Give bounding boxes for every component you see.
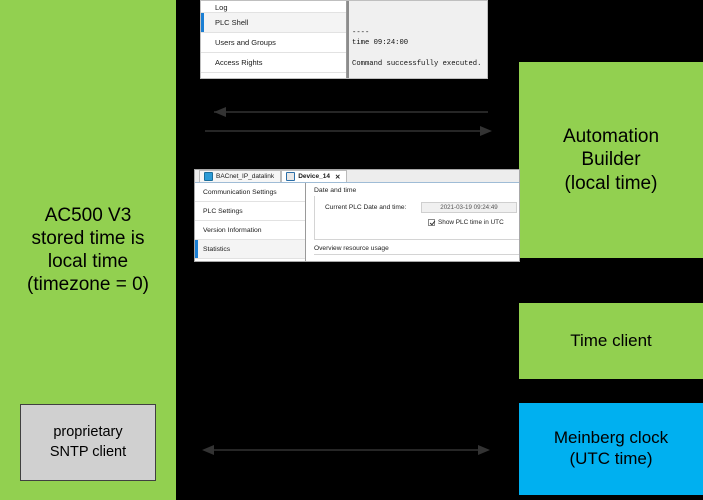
time-client-label: Time client [570,330,652,350]
plc-shell-screenshot: Log PLC Shell Users and Groups Access Ri… [200,0,488,79]
current-plc-date-time-row: Current PLC Date and time: 2021-03-19 09… [325,202,517,213]
device-nav-list: Communication Settings PLC Settings Vers… [195,183,306,261]
nav-item-version-information-label: Version Information [203,226,262,234]
close-icon[interactable]: ✕ [335,173,341,181]
arrow-right-plc-shell [205,126,492,136]
console-line-2 [352,49,487,59]
nav-item-log[interactable]: Log [201,1,346,13]
nav-item-access-rights[interactable]: Access Rights [201,53,346,73]
meinberg-line-1: Meinberg clock [553,428,669,448]
automation-builder-line-2: Builder [581,149,641,171]
automation-builder-line-3: (local time) [564,172,658,194]
nav-item-version-information[interactable]: Version Information [195,221,305,240]
overview-resource-usage-divider [314,254,519,255]
nav-item-plc-settings-label: PLC Settings [203,207,243,215]
arrow-bidirectional-sntp-meinberg [202,445,490,455]
nav-item-communication-settings[interactable]: Communication Settings [195,183,305,202]
date-and-time-group-title: Date and time [314,187,357,194]
automation-builder-line-1: Automation [562,126,660,148]
meinberg-line-2: (UTC time) [569,449,653,468]
nav-item-statistics[interactable]: Statistics [195,240,305,259]
tab-device-14-label: Device_14 [298,173,330,180]
nav-item-users-and-groups-label: Users and Groups [215,38,276,47]
nav-item-overflow[interactable] [195,259,305,261]
device-icon [286,172,296,181]
sntp-line-1: proprietary [53,423,123,440]
checkbox-checked-icon[interactable] [428,219,435,226]
tab-device-14[interactable]: Device_14 ✕ [281,170,348,182]
plc-shell-nav-list: Log PLC Shell Users and Groups Access Ri… [201,1,347,78]
date-and-time-group: Current PLC Date and time: 2021-03-19 09… [314,196,519,240]
tab-bacnet-ip-datalink[interactable]: BACnet_IP_datalink [199,170,282,182]
ac500-line-2: stored time is [31,227,145,249]
nav-item-plc-shell[interactable]: PLC Shell [201,13,346,33]
console-line-3: Command successfully executed. [352,60,482,69]
ac500-line-3: local time [47,251,129,272]
proprietary-sntp-client-box: proprietary SNTP client [20,404,156,481]
device-14-screenshot: BACnet_IP_datalink Device_14 ✕ Communica… [194,169,520,262]
nav-item-plc-settings[interactable]: PLC Settings [195,202,305,221]
tab-bacnet-ip-datalink-label: BACnet_IP_datalink [216,173,275,180]
automation-builder-box: Automation Builder (local time) [519,62,703,258]
sntp-line-2: SNTP client [49,443,127,460]
statistics-pane: Date and time Current PLC Date and time:… [306,183,519,261]
console-line-0: ---- [352,29,370,37]
ac500-line-1: AC500 V3 [44,204,132,226]
show-plc-time-in-utc-label: Show PLC time in UTC [438,219,504,226]
nav-item-communication-settings-label: Communication Settings [203,188,277,196]
current-plc-date-time-value: 2021-03-19 09:24:49 [421,202,517,213]
overview-resource-usage-title: Overview resource usage [314,245,389,252]
arrow-left-plc-shell [214,107,488,117]
nav-item-users-and-groups[interactable]: Users and Groups [201,33,346,53]
datalink-icon [204,172,213,181]
ac500-line-4: (timezone = 0) [27,274,149,296]
meinberg-clock-box: Meinberg clock (UTC time) [519,403,703,495]
time-client-box: Time client [519,303,703,379]
nav-item-access-rights-label: Access Rights [215,58,263,67]
console-line-1: time 09:24:00 [352,39,409,48]
nav-item-log-label: Log [215,3,228,12]
plc-shell-console-output[interactable]: ---- time 09:24:00 Command successfully … [347,1,487,78]
nav-item-plc-shell-label: PLC Shell [215,18,249,27]
nav-item-statistics-label: Statistics [203,245,231,253]
show-plc-time-in-utc-row[interactable]: Show PLC time in UTC [428,219,517,226]
editor-tab-strip: BACnet_IP_datalink Device_14 ✕ [195,170,519,183]
current-plc-date-time-label: Current PLC Date and time: [325,204,407,211]
